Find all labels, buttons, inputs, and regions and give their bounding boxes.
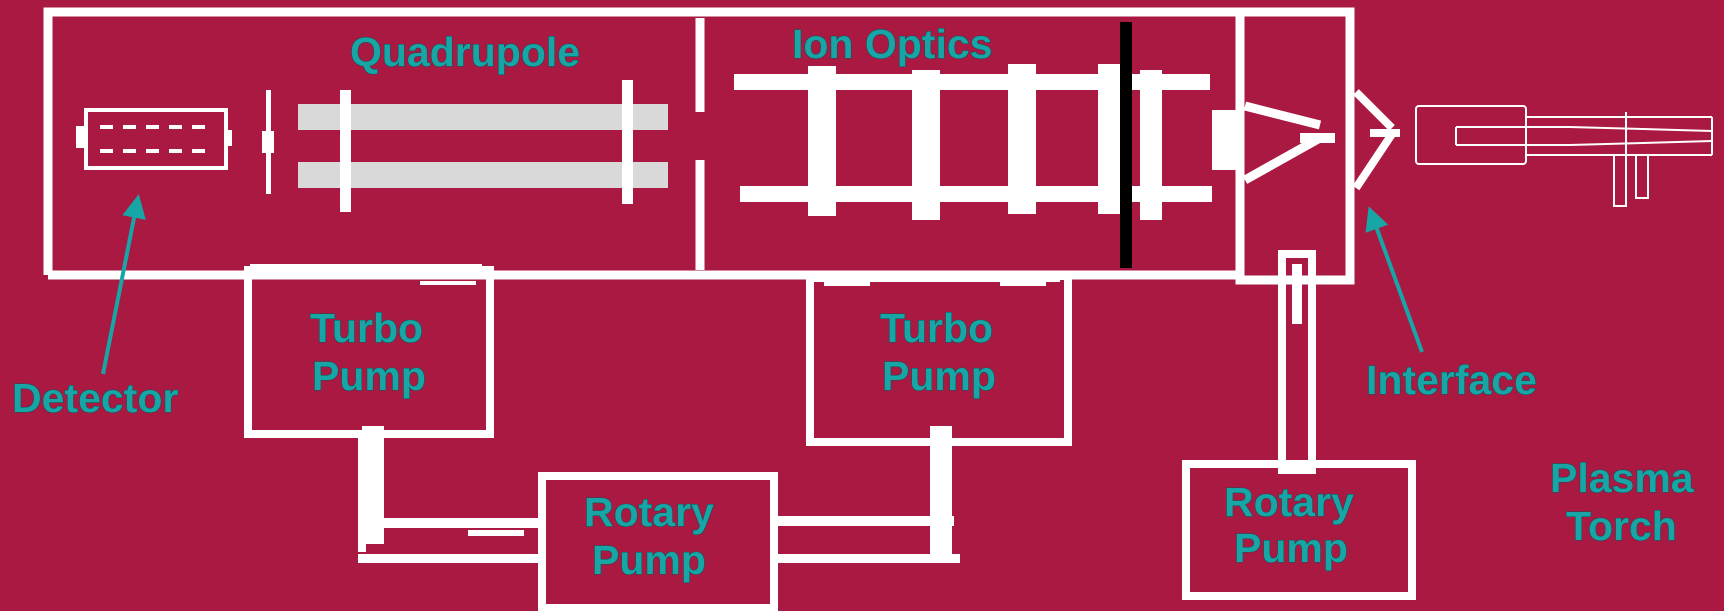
interface-arrow: [1365, 206, 1424, 353]
label-turbo-pump-1-line2: Pump: [312, 353, 426, 399]
rotary-pump-2-box: [1182, 460, 1416, 600]
vacuum-line-right: [770, 426, 960, 563]
label-quadrupole: Quadrupole: [350, 29, 580, 75]
sampler-cone-icon: [1352, 89, 1400, 191]
detector-arrow: [101, 194, 146, 375]
skimmer-cone-icon: [1212, 101, 1335, 184]
label-rotary-pump-1-line1: Rotary: [584, 489, 714, 535]
chamber-partitions: [695, 12, 1245, 280]
label-rotary-pump-2-line2: Pump: [1234, 525, 1348, 571]
labels: Quadrupole Ion Optics Detector Interface…: [12, 21, 1696, 584]
ion-optics-icon: [734, 22, 1212, 268]
label-turbo-pump-1-line1: Turbo: [310, 305, 423, 351]
vacuum-line-left: [358, 426, 546, 563]
label-detector: Detector: [12, 375, 178, 421]
arrows: [101, 194, 1424, 375]
entrance-aperture: [262, 90, 274, 194]
label-rotary-pump-1-line2: Pump: [592, 537, 706, 583]
quadrupole-icon: [298, 80, 668, 212]
label-rotary-pump-2-line1: Rotary: [1224, 479, 1354, 525]
label-interface: Interface: [1366, 357, 1537, 403]
vacuum-line-interface: [1278, 250, 1316, 474]
label-plasma-torch-line2: Torch: [1566, 503, 1677, 549]
label-turbo-pump-2-line1: Turbo: [880, 305, 993, 351]
label-ion-optics: Ion Optics: [792, 21, 992, 67]
plasma-torch-icon: [1415, 105, 1713, 207]
label-plasma-torch-line1: Plasma: [1550, 455, 1695, 501]
label-turbo-pump-2-line2: Pump: [882, 353, 996, 399]
detector-icon: [76, 108, 232, 170]
rotary-pump-1-box: [538, 472, 778, 611]
